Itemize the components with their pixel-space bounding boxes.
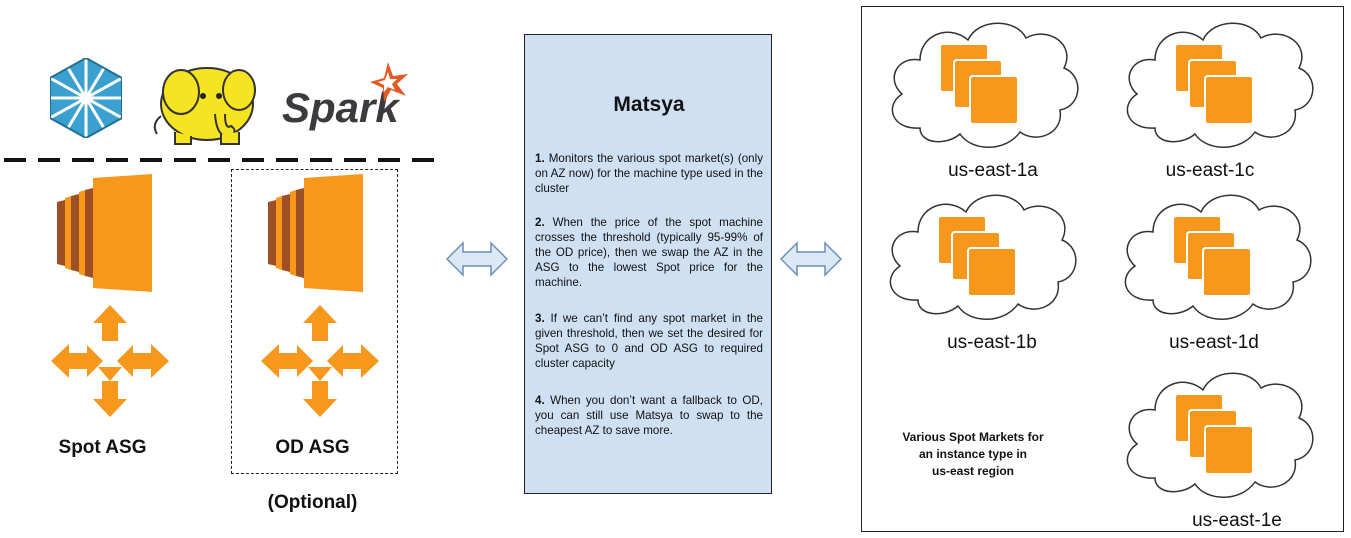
dashed-divider — [4, 158, 436, 162]
region-caption: Various Spot Markets for an instance typ… — [883, 429, 1063, 480]
auto-scaling-group-icon — [51, 305, 169, 417]
ec2-instance-icon — [268, 174, 363, 292]
step-number: 1. — [535, 152, 545, 165]
az-label-us-east-1b: us-east-1b — [947, 332, 1037, 353]
hexagon-logo-icon — [50, 58, 122, 138]
availability-zone-cloud-icon — [889, 194, 1077, 320]
step-2: 2. When the price of the spot machine cr… — [535, 215, 763, 290]
matsya-title: Matsya — [613, 93, 685, 116]
az-label-us-east-1a: us-east-1a — [948, 160, 1038, 181]
spot-asg-label: Spot ASG — [58, 437, 147, 458]
region-caption-line: an instance type in — [918, 447, 1028, 461]
spark-logo-icon: Spark — [282, 62, 408, 131]
svg-text:Spark: Spark — [282, 84, 401, 131]
step-text: If we can’t find any spot market in the … — [535, 312, 763, 370]
availability-zone-cloud-icon — [1126, 22, 1314, 148]
region-caption-line: Various Spot Markets for — [902, 430, 1044, 444]
availability-zone-cloud-icon — [1126, 372, 1314, 498]
availability-zone-cloud-icon — [891, 22, 1079, 148]
az-label-us-east-1e: us-east-1e — [1192, 510, 1282, 531]
od-asg-label: OD ASG — [275, 437, 350, 458]
step-number: 2. — [535, 216, 545, 229]
us-east-region-box — [861, 6, 1344, 532]
double-arrow-icon — [780, 241, 842, 277]
matsya-panel: Matsya 1. Monitors the various spot mark… — [524, 34, 772, 494]
step-4: 4. When you don’t want a fallback to OD,… — [535, 393, 763, 438]
step-1: 1. Monitors the various spot market(s) (… — [535, 151, 763, 196]
az-label-us-east-1d: us-east-1d — [1169, 332, 1259, 353]
ec2-instance-icon — [57, 174, 152, 292]
step-3: 3. If we can’t find any spot market in t… — [535, 311, 763, 371]
availability-zone-cloud-icon — [1124, 194, 1312, 320]
auto-scaling-group-icon — [261, 305, 379, 417]
step-number: 3. — [535, 312, 545, 325]
az-label-us-east-1c: us-east-1c — [1165, 160, 1255, 181]
step-text: When you don’t want a fallback to OD, yo… — [535, 394, 763, 437]
step-number: 4. — [535, 394, 545, 407]
optional-label: (Optional) — [267, 492, 358, 513]
double-arrow-icon — [446, 241, 508, 277]
hadoop-elephant-icon — [153, 67, 256, 145]
region-caption-line: us-east region — [931, 464, 1015, 478]
step-text: When the price of the spot machine cross… — [535, 216, 763, 289]
step-text: Monitors the various spot market(s) (onl… — [535, 152, 763, 195]
optional-od-asg-box — [231, 169, 398, 474]
